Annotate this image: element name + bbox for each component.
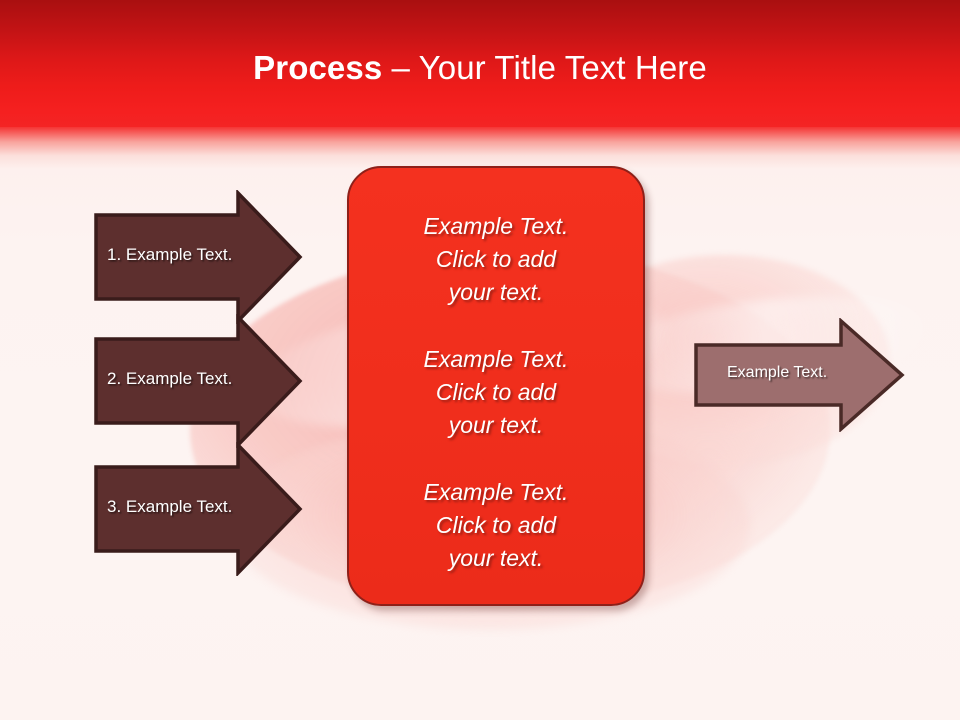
process-paragraph-2: Example Text. Click to add your text. xyxy=(349,343,643,442)
process-paragraph-1-line-3: your text. xyxy=(448,279,544,305)
output-arrow[interactable]: Example Text. xyxy=(693,318,905,432)
process-content-box[interactable]: Example Text. Click to add your text. Ex… xyxy=(347,166,645,606)
title-banner xyxy=(0,0,960,127)
page-title-bold: Process xyxy=(253,49,383,86)
input-arrow-2[interactable]: 2. Example Text. xyxy=(93,314,303,448)
title-banner-fade xyxy=(0,127,960,169)
arrow-right-icon xyxy=(94,190,303,324)
process-paragraph-3: Example Text. Click to add your text. xyxy=(349,476,643,575)
process-paragraph-1-line-1: Example Text. xyxy=(423,213,569,239)
process-paragraph-2-line-1: Example Text. xyxy=(423,346,569,372)
page-title-rest: – Your Title Text Here xyxy=(382,49,707,86)
process-paragraph-1-line-2: Click to add xyxy=(435,246,557,272)
process-paragraph-2-line-2: Click to add xyxy=(435,379,557,405)
input-arrow-2-label: 2. Example Text. xyxy=(107,369,233,388)
process-paragraph-3-line-2: Click to add xyxy=(435,512,557,538)
arrow-right-icon xyxy=(94,314,303,448)
input-arrow-1-label: 1. Example Text. xyxy=(107,245,233,264)
input-arrow-1[interactable]: 1. Example Text. xyxy=(93,190,303,324)
process-paragraph-3-line-1: Example Text. xyxy=(423,479,569,505)
input-arrow-3-label: 3. Example Text. xyxy=(107,497,233,516)
process-paragraph-3-line-3: your text. xyxy=(448,545,544,571)
page-title: Process – Your Title Text Here xyxy=(0,48,960,88)
process-paragraph-1: Example Text. Click to add your text. xyxy=(349,210,643,309)
arrow-right-icon xyxy=(94,442,303,576)
output-arrow-label: Example Text. xyxy=(727,364,828,381)
input-arrow-3[interactable]: 3. Example Text. xyxy=(93,442,303,576)
arrow-right-icon xyxy=(694,318,905,432)
process-paragraph-2-line-3: your text. xyxy=(448,412,544,438)
